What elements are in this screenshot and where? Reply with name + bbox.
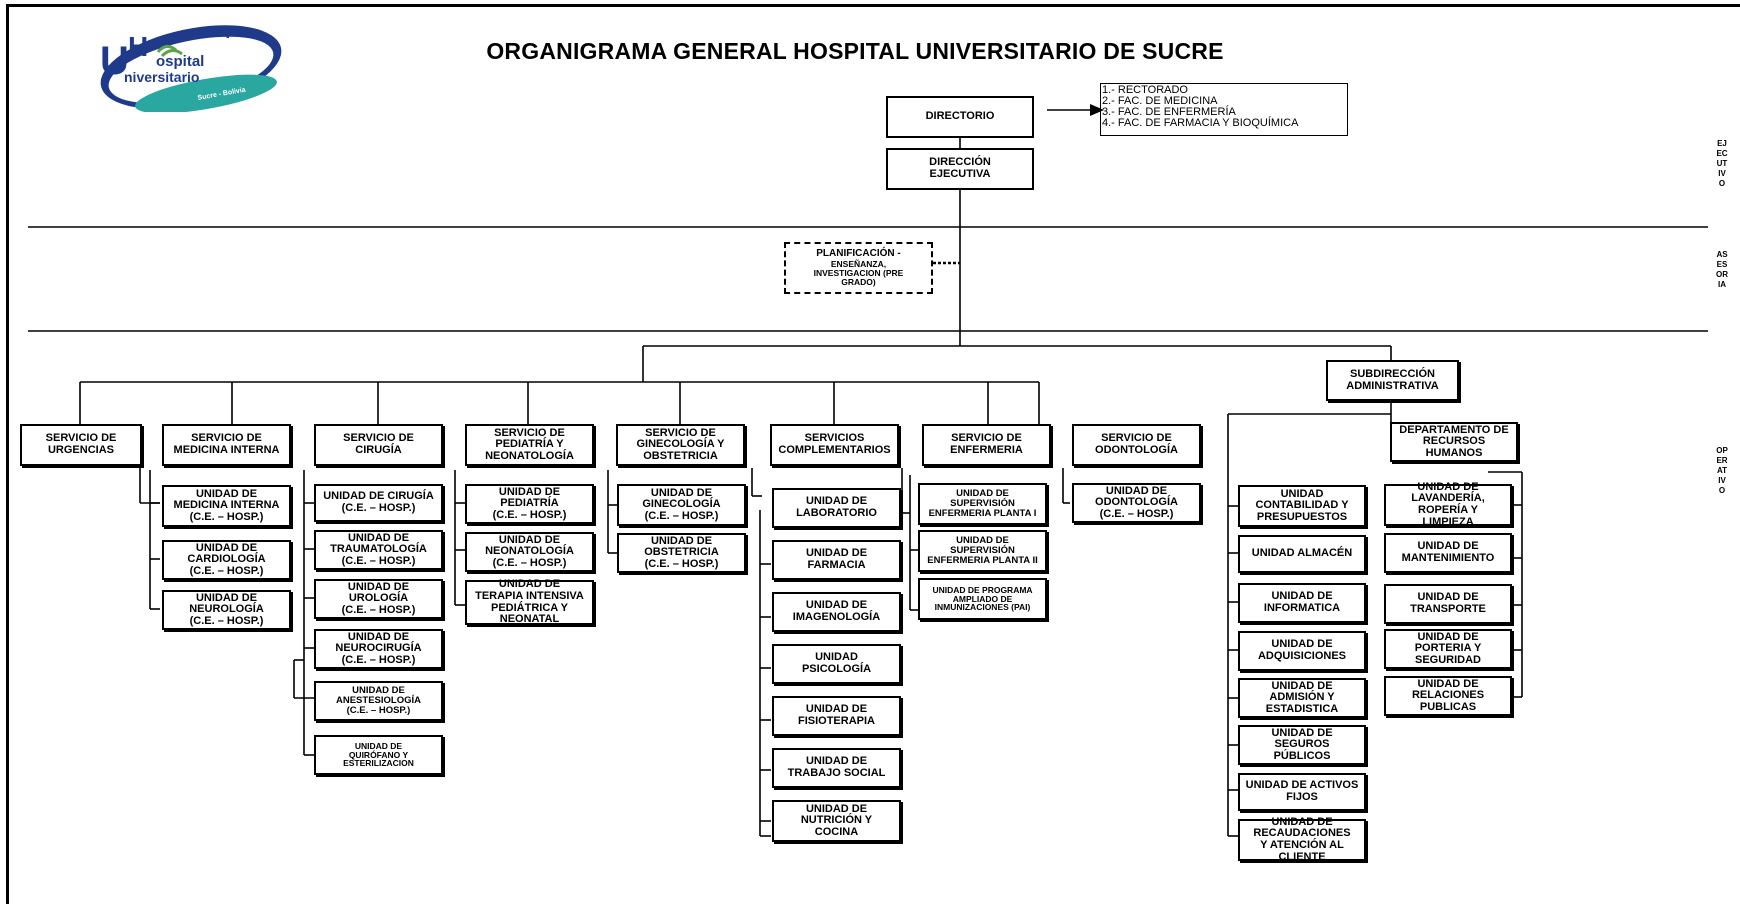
- directorio-box: DIRECTORIO: [886, 96, 1034, 138]
- unit-neonatologia: UNIDAD DE NEONATOLOGÍA (C.E. – HOSP.): [465, 532, 594, 572]
- unit-terapia-intensiva: UNIDAD DE TERAPIA INTENSIVA PEDIÁTRICA Y…: [465, 579, 594, 625]
- connector-lines: [28, 104, 1708, 837]
- unit-trabajo-social: UNIDAD DE TRABAJO SOCIAL: [772, 748, 901, 788]
- unit-adquisiciones: UNIDAD DE ADQUISICIONES: [1238, 631, 1366, 671]
- logo-line1: ospital: [156, 53, 204, 70]
- service-odontologia: SERVICIO DE ODONTOLOGÍA: [1072, 424, 1201, 466]
- service-enfermeria: SERVICIO DE ENFERMERIA: [922, 424, 1051, 466]
- service-pediatria: SERVICIO DE PEDIATRÍA Y NEONATOLOGÍA: [465, 424, 594, 466]
- university-item: 2.- FAC. DE MEDICINA: [1102, 95, 1218, 107]
- unit-recaudaciones: UNIDAD DE RECAUDACIONES Y ATENCIÓN AL CL…: [1238, 816, 1366, 862]
- unit-odontologia: UNIDAD DE ODONTOLOGÍA (C.E. – HOSP.): [1072, 483, 1201, 523]
- unit-supervision-planta-2: UNIDAD DE SUPERVISIÓN ENFERMERIA PLANTA …: [918, 530, 1047, 572]
- unit-mantenimiento: UNIDAD DE MANTENIMIENTO: [1384, 533, 1512, 573]
- unit-medicina-interna: UNIDAD DE MEDICINA INTERNA (C.E. – HOSP.…: [162, 485, 291, 527]
- unit-neurologia: UNIDAD DE NEUROLOGÍA (C.E. – HOSP.): [162, 590, 291, 630]
- chart-title: ORGANIGRAMA GENERAL HOSPITAL UNIVERSITAR…: [486, 38, 1224, 64]
- service-medicina-interna: SERVICIO DE MEDICINA INTERNA: [162, 424, 291, 466]
- unit-urologia: UNIDAD DE UROLOGÍA (C.E. – HOSP.): [314, 579, 443, 619]
- planificacion-title: PLANIFICACIÓN -: [816, 248, 901, 260]
- unit-quirofano: UNIDAD DE QUIRÓFANO Y ESTERILIZACION: [314, 735, 443, 775]
- unit-admision: UNIDAD DE ADMISIÓN Y ESTADISTICA: [1238, 678, 1366, 718]
- service-ginecologia: SERVICIO DE GINECOLOGÍA Y OBSTETRICIA: [616, 424, 745, 466]
- unit-anestesiologia: UNIDAD DE ANESTESIOLOGÍA (C.E. – HOSP.): [314, 681, 443, 721]
- unit-cardiologia: UNIDAD DE CARDIOLOGÍA (C.E. – HOSP.): [162, 540, 291, 580]
- unit-supervision-planta-1: UNIDAD DE SUPERVISIÓN ENFERMERIA PLANTA …: [918, 483, 1047, 525]
- svg-text:✱: ✱: [221, 23, 234, 42]
- planificacion-box: PLANIFICACIÓN - ENSEÑANZA, INVESTIGACION…: [784, 242, 933, 294]
- departamento-rrhh: DEPARTAMENTO DE RECURSOS HUMANOS: [1390, 422, 1518, 462]
- level-ejecutivo: EJECUTIVO: [1716, 139, 1728, 188]
- direccion-ejecutiva-box: DIRECCIÓN EJECUTIVA: [886, 148, 1034, 190]
- unit-psicologia: UNIDAD PSICOLOGÍA: [772, 644, 901, 684]
- unit-pediatria: UNIDAD DE PEDIATRÍA (C.E. – HOSP.): [465, 484, 594, 524]
- university-item: 4.- FAC. DE FARMACIA Y BIOQUÍMICA: [1102, 117, 1299, 129]
- unit-transporte: UNIDAD DE TRANSPORTE: [1384, 584, 1512, 624]
- unit-laboratorio: UNIDAD DE LABORATORIO: [772, 488, 901, 528]
- unit-farmacia: UNIDAD DE FARMACIA: [772, 540, 901, 580]
- planificacion-sub: ENSEÑANZA, INVESTIGACION (PRE GRADO): [813, 258, 904, 287]
- unit-neurocirugia: UNIDAD DE NEUROCIRUGÍA (C.E. – HOSP.): [314, 629, 443, 669]
- unit-almacen: UNIDAD ALMACÉN: [1238, 535, 1366, 573]
- unit-cirugia: UNIDAD DE CIRUGÍA (C.E. – HOSP.): [314, 484, 443, 522]
- unit-ginecologia: UNIDAD DE GINECOLOGÍA (C.E. – HOSP.): [617, 484, 746, 526]
- subdireccion-administrativa: SUBDIRECCIÓN ADMINISTRATIVA: [1326, 360, 1459, 401]
- service-cirugia: SERVICIO DE CIRUGÍA: [314, 424, 443, 466]
- service-complementarios: SERVICIOS COMPLEMENTARIOS: [770, 424, 899, 466]
- unit-contabilidad: UNIDAD CONTABILIDAD Y PRESUPUESTOS: [1238, 485, 1366, 527]
- unit-pai: UNIDAD DE PROGRAMA AMPLIADO DE INMUNIZAC…: [918, 578, 1047, 620]
- unit-fisioterapia: UNIDAD DE FISIOTERAPIA: [772, 696, 901, 736]
- svg-text:H: H: [128, 31, 148, 62]
- unit-informatica: UNIDAD DE INFORMATICA: [1238, 583, 1366, 623]
- unit-activos-fijos: UNIDAD DE ACTIVOS FIJOS: [1238, 773, 1366, 811]
- level-asesoria: ASESORIA: [1716, 250, 1728, 289]
- level-operativo: OPERATIVO: [1716, 446, 1728, 495]
- unit-lavanderia: UNIDAD DE LAVANDERÍA, ROPERÍA Y LIMPIEZA: [1384, 481, 1512, 527]
- unit-porteria: UNIDAD DE PORTERIA Y SEGURIDAD: [1384, 629, 1512, 669]
- logo-line2: niversitario: [124, 69, 199, 85]
- unit-imagenologia: UNIDAD DE IMAGENOLOGÍA: [772, 592, 901, 632]
- svg-text:U: U: [100, 39, 129, 83]
- unit-obstetricia: UNIDAD DE OBSTETRICIA (C.E. – HOSP.): [617, 533, 746, 573]
- university-list: 1.- RECTORADO 2.- FAC. DE MEDICINA 3.- F…: [1100, 83, 1348, 136]
- unit-nutricion: UNIDAD DE NUTRICIÓN Y COCINA: [772, 800, 901, 842]
- university-item: 1.- RECTORADO: [1102, 84, 1188, 96]
- unit-traumatologia: UNIDAD DE TRAUMATOLOGÍA (C.E. – HOSP.): [314, 530, 443, 570]
- university-item: 3.- FAC. DE ENFERMERÍA: [1102, 106, 1236, 118]
- page-frame: [6, 4, 1740, 904]
- service-urgencias: SERVICIO DE URGENCIAS: [20, 424, 142, 466]
- unit-relaciones-publicas: UNIDAD DE RELACIONES PUBLICAS: [1384, 676, 1512, 716]
- hospital-logo: U H ospital niversitario Sucre - Bolivia…: [100, 23, 282, 112]
- unit-seguros-publicos: UNIDAD DE SEGUROS PÚBLICOS: [1238, 725, 1366, 765]
